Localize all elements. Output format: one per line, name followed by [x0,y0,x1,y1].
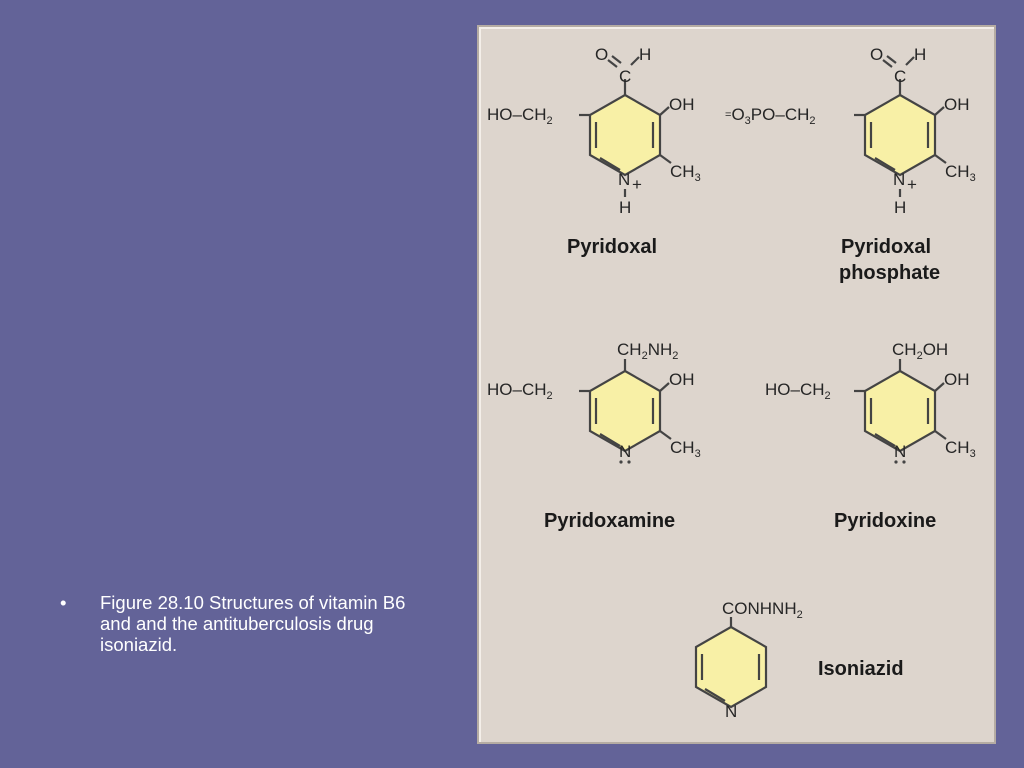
pyridoxal-n-label: N [618,170,630,189]
pyridoxal-c-label: C [619,67,631,86]
isoniazid-ring [694,625,768,709]
pyridoxal-phosphate-ring [863,93,937,177]
pyridoxine-ring [863,369,937,453]
pyridoxamine-hoch2-label: HO–CH2 [487,380,553,402]
pyridoxal-phosphate-h-bottom-label: H [894,198,906,217]
pyridoxal-phosphate-h-top-label: H [914,45,926,64]
pyridoxal-h-bottom-label: H [619,198,631,217]
pyridoxal-phosphate-name-line2: phosphate [839,262,940,284]
bullet-marker: • [60,592,67,613]
pyridoxal-h-top-label: H [639,45,651,64]
pyridoxal-name: Pyridoxal [567,236,657,258]
pyridoxine-name: Pyridoxine [834,510,936,532]
pyridoxamine-ring [588,369,662,453]
pyridoxal-phosphate-n-charge: + [907,175,917,194]
pyridoxal-structure: O H C OH HO–CH2 CH3 N + H Pyridoxal [487,45,701,258]
isoniazid-conhnh2-label: CONHNH2 [722,599,803,621]
pyridoxamine-structure: CH2NH2 OH HO–CH2 CH3 N Pyridoxamine [487,340,701,532]
pyridoxal-phosphate-name-line1: Pyridoxal [841,236,931,258]
pyridoxal-oh-label: OH [669,95,695,114]
pyridoxamine-name: Pyridoxamine [544,510,675,532]
pyridoxal-phosphate-ch3-label: CH3 [945,162,976,184]
pyridoxal-phosphate-n-label: N [893,170,905,189]
isoniazid-structure: CONHNH2 N Isoniazid [694,599,904,721]
pyridoxal-phosphate-oh-label: OH [944,95,970,114]
pyridoxal-phosphate-o-label: O [870,45,883,64]
pyridoxal-phosphate-structure: O H C OH =O3PO–CH2 CH3 N + H Pyridoxal p… [725,45,976,284]
structures-figure: O H C OH HO–CH2 CH3 N + H Pyridoxal O H … [487,45,976,721]
pyridoxamine-ch3-label: CH3 [670,438,701,460]
isoniazid-n-label: N [725,702,737,721]
pyridoxal-phosphate-c-label: C [894,67,906,86]
pyridoxal-hoch2-label: HO–CH2 [487,105,553,127]
pyridoxamine-n-label: N [619,442,631,461]
pyridoxine-n-label: N [894,442,906,461]
caption-text: Figure 28.10 Structures of vitamin B6 an… [100,592,406,655]
isoniazid-name: Isoniazid [818,658,904,680]
pyridoxamine-oh-label: OH [669,370,695,389]
pyridoxine-oh-label: OH [944,370,970,389]
pyridoxal-o-label: O [595,45,608,64]
pyridoxal-n-charge: + [632,175,642,194]
pyridoxal-ring [588,93,662,177]
pyridoxine-hoch2-label: HO–CH2 [765,380,831,402]
pyridoxamine-ch2nh2-label: CH2NH2 [617,340,678,362]
pyridoxine-ch2oh-label: CH2OH [892,340,948,362]
pyridoxal-ch3-label: CH3 [670,162,701,184]
pyridoxal-phosphate-phosphate-label: =O3PO–CH2 [725,105,816,127]
pyridoxine-structure: CH2OH OH HO–CH2 CH3 N Pyridoxine [765,340,976,532]
pyridoxine-ch3-label: CH3 [945,438,976,460]
